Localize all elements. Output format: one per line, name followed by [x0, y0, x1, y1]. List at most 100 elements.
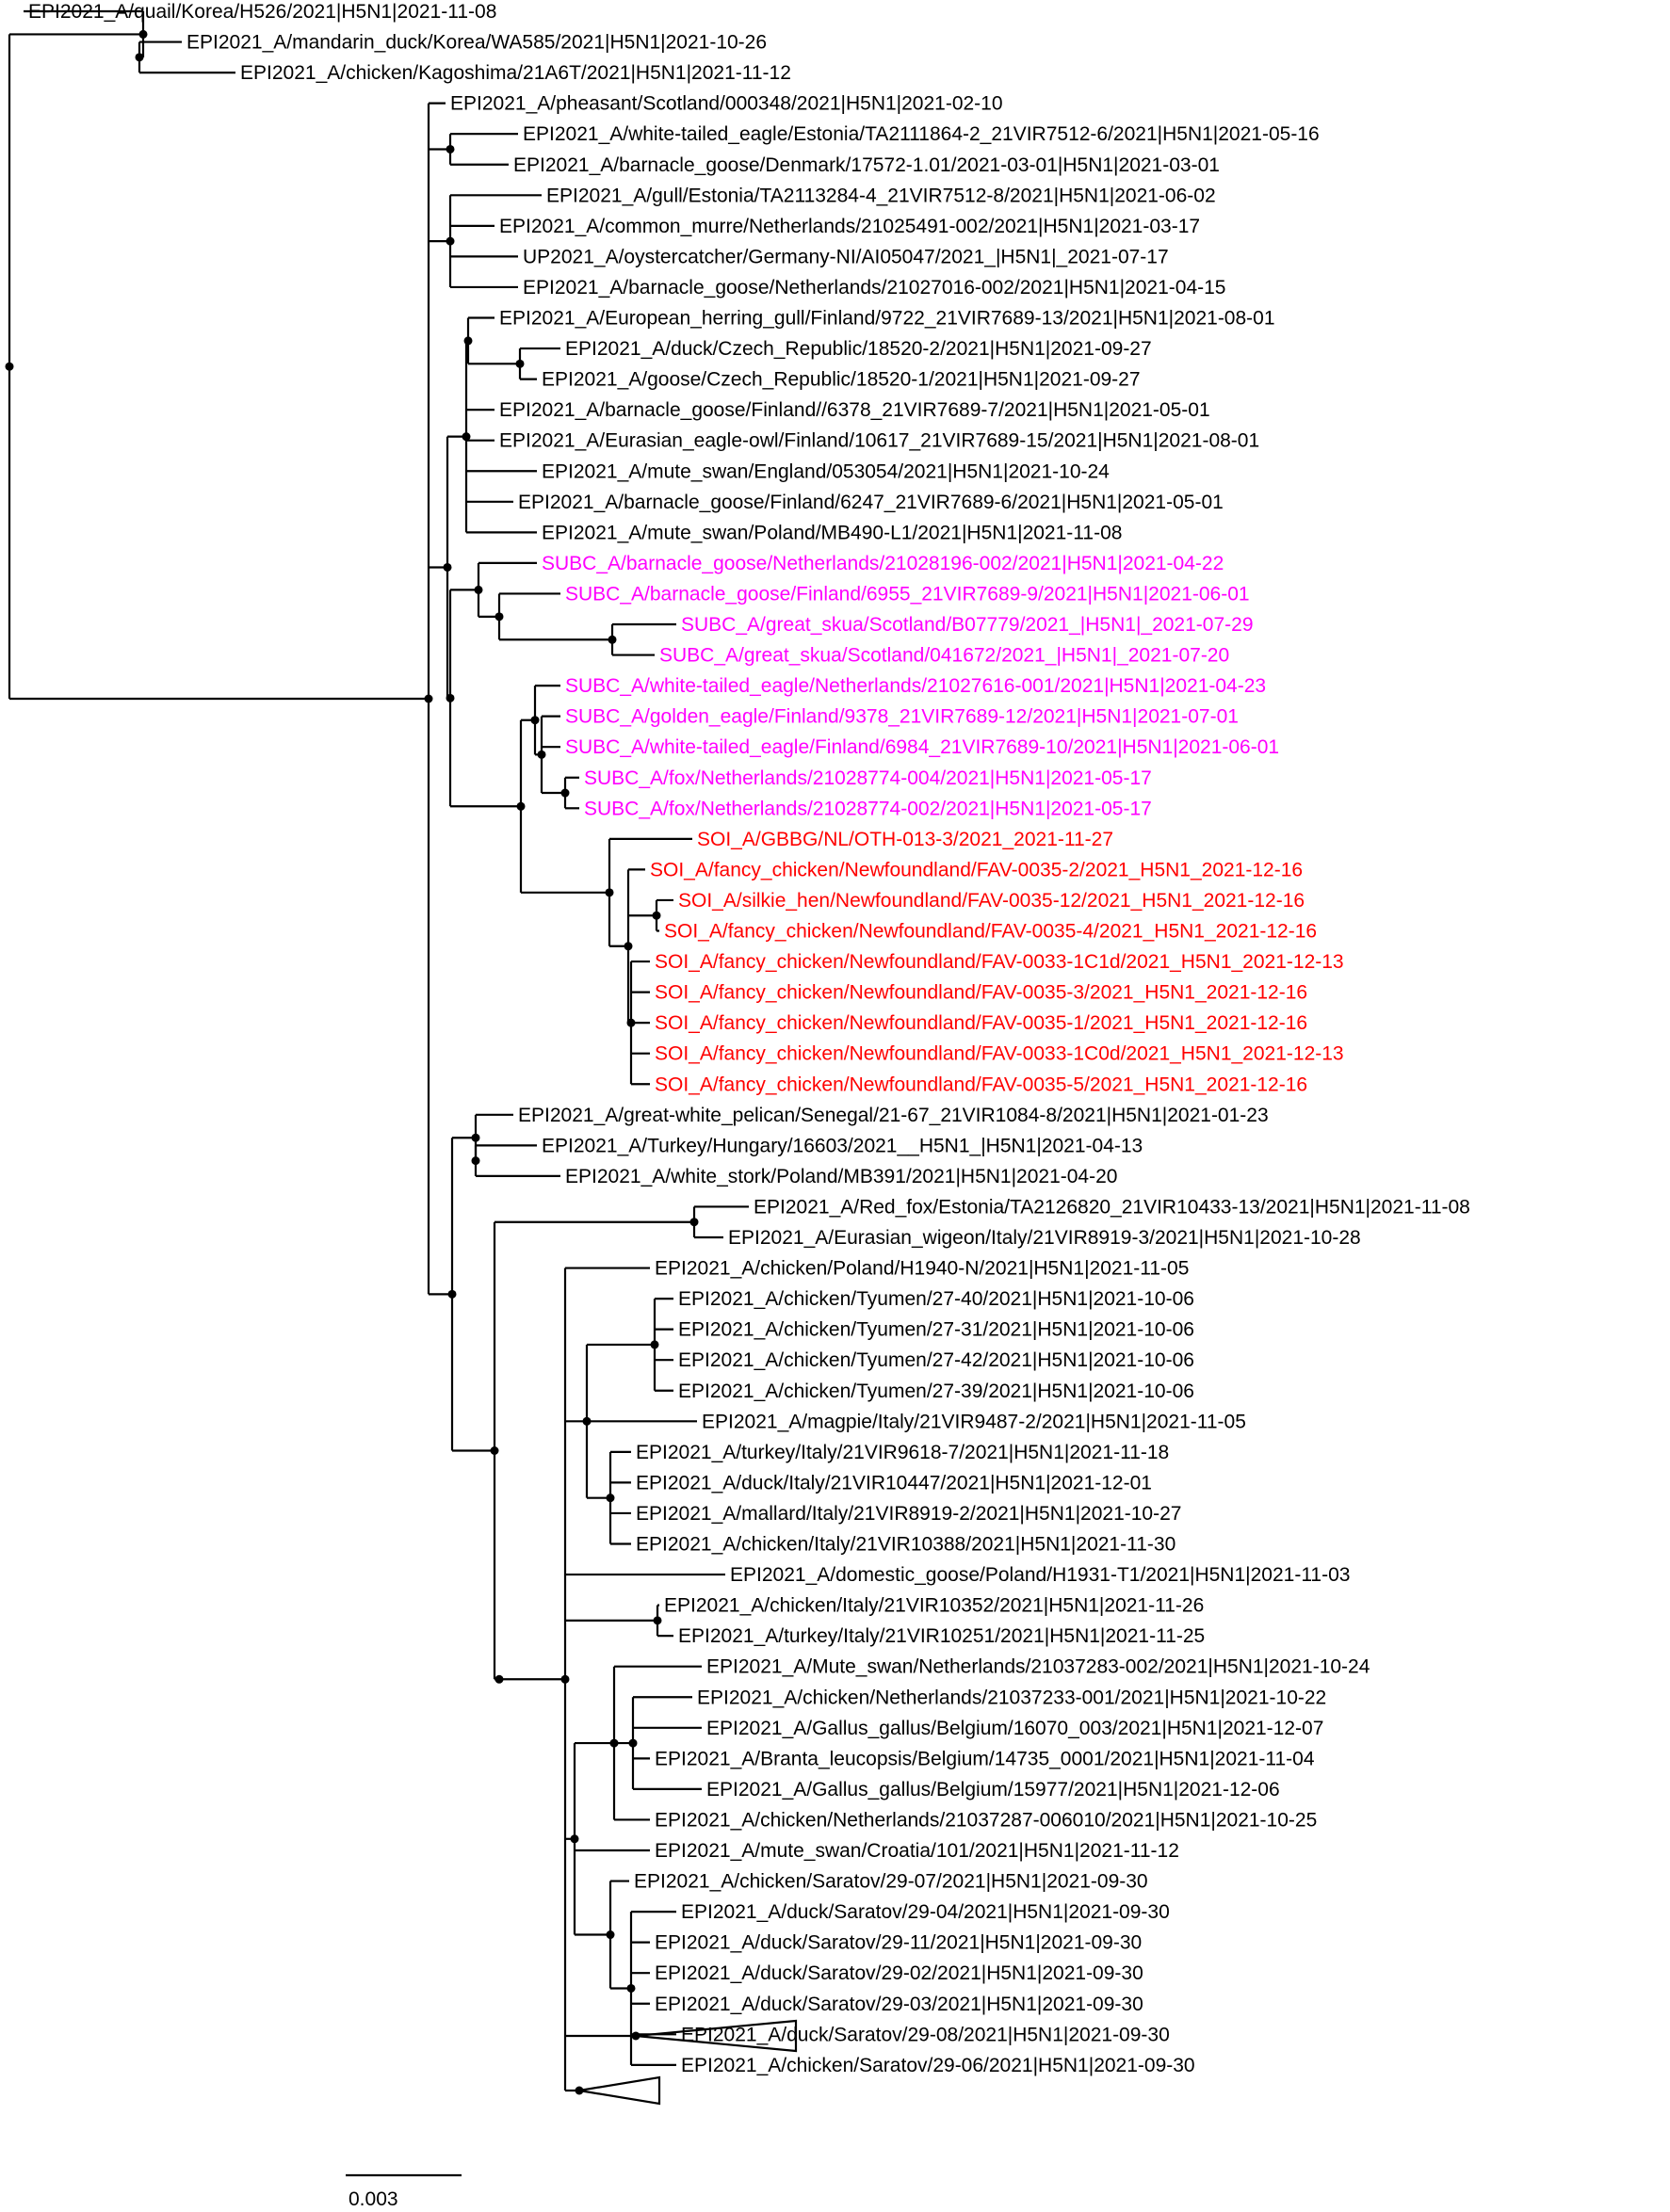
leaf-label: EPI2021_A/barnacle_goose/Netherlands/210…: [523, 277, 1225, 299]
leaf-label: EPI2021_A/gull/Estonia/TA2113284-4_21VIR…: [546, 185, 1216, 206]
leaf-label: EPI2021_A/chicken/Kagoshima/21A6T/2021|H…: [240, 62, 791, 84]
leaf-label: EPI2021_A/Gallus_gallus/Belgium/16070_00…: [706, 1718, 1323, 1739]
leaf-label: SOI_A/fancy_chicken/Newfoundland/FAV-003…: [655, 1043, 1344, 1065]
leaf-label: EPI2021_A/chicken/Saratov/29-07/2021|H5N…: [634, 1871, 1148, 1893]
node-support-dot: [471, 1156, 480, 1166]
node-support-dot: [560, 788, 570, 798]
leaf-label: SUBC_A/barnacle_goose/Finland/6955_21VIR…: [565, 583, 1250, 605]
leaf-label: EPI2021_A/white-tailed_eagle/Estonia/TA2…: [523, 123, 1320, 145]
node-support-dot: [424, 694, 433, 703]
node-support-dot: [626, 1018, 636, 1027]
leaf-label: EPI2021_A/Turkey/Hungary/16603/2021__H5N…: [542, 1135, 1143, 1156]
leaf-label: EPI2021_A/great-white_pelican/Senegal/21…: [518, 1105, 1269, 1126]
leaf-label: EPI2021_A/duck/Saratov/29-03/2021|H5N1|2…: [655, 1994, 1143, 2015]
leaf-label: SOI_A/fancy_chicken/Newfoundland/FAV-003…: [655, 982, 1307, 1004]
node-support-dot: [652, 911, 661, 920]
leaf-label: EPI2021_A/duck/Saratov/29-04/2021|H5N1|2…: [681, 1901, 1170, 1923]
node-support-dot: [650, 1340, 659, 1349]
node-support-dot: [537, 750, 546, 759]
leaf-label: EPI2021_A/chicken/Saratov/29-06/2021|H5N…: [681, 2055, 1195, 2076]
leaf-label: EPI2021_A/mute_swan/Croatia/101/2021|H5N…: [655, 1840, 1179, 1862]
leaf-label: EPI2021_A/duck/Saratov/29-11/2021|H5N1|2…: [655, 1932, 1142, 1954]
leaf-label: EPI2021_A/mute_swan/Poland/MB490-L1/2021…: [542, 522, 1122, 543]
leaf-label: EPI2021_A/chicken/Tyumen/27-31/2021|H5N1…: [678, 1319, 1194, 1341]
node-support-dot: [624, 942, 633, 951]
leaf-label: EPI2021_A/chicken/Poland/H1940-N/2021|H5…: [655, 1258, 1189, 1280]
leaf-label: SUBC_A/white-tailed_eagle/Finland/6984_2…: [565, 736, 1279, 758]
leaf-label: EPI2021_A/mute_swan/England/053054/2021|…: [542, 460, 1110, 482]
leaf-label: EPI2021_A/Gallus_gallus/Belgium/15977/20…: [706, 1779, 1280, 1800]
collapsed-clade-triangle: [578, 2075, 661, 2106]
leaf-label: SUBC_A/fox/Netherlands/21028774-004/2021…: [584, 767, 1152, 789]
node-support-dot: [471, 1133, 480, 1142]
leaf-label: EPI2021_A/white_stork/Poland/MB391/2021|…: [565, 1166, 1117, 1187]
collapsed-clade-triangle: [635, 2019, 798, 2053]
node-support-dot: [606, 1494, 615, 1503]
leaf-label: SUBC_A/white-tailed_eagle/Netherlands/21…: [565, 675, 1266, 697]
scale-bar-label: 0.003: [349, 2188, 398, 2210]
node-support-dot: [490, 1446, 499, 1455]
leaf-label: EPI2021_A/mandarin_duck/Korea/WA585/2021…: [186, 32, 767, 54]
node-support-dot: [463, 336, 473, 346]
node-support-dot: [609, 1738, 619, 1748]
leaf-label: EPI2021_A/chicken/Italy/21VIR10388/2021|…: [636, 1534, 1175, 1556]
node-support-dot: [474, 585, 483, 594]
node-support-dot: [443, 562, 452, 572]
node-support-dot: [446, 144, 455, 153]
node-support-dot: [631, 2031, 640, 2041]
node-support-dot: [530, 716, 540, 725]
node-support-dot: [605, 888, 614, 897]
node-support-dot: [606, 1930, 615, 1940]
leaf-label: EPI2021_A/Eurasian_eagle-owl/Finland/106…: [499, 430, 1259, 452]
leaf-label: EPI2021_A/Mute_swan/Netherlands/21037283…: [706, 1656, 1370, 1678]
leaf-label: SUBC_A/great_skua/Scotland/B07779/2021_|…: [681, 614, 1254, 636]
leaf-label: SOI_A/fancy_chicken/Newfoundland/FAV-003…: [655, 951, 1344, 973]
tree-nodes: [5, 29, 699, 2095]
leaf-label: SOI_A/silkie_hen/Newfoundland/FAV-0035-1…: [678, 890, 1305, 912]
leaf-label: EPI2021_A/mallard/Italy/21VIR8919-2/2021…: [636, 1503, 1181, 1525]
node-support-dot: [495, 612, 504, 622]
node-support-dot: [575, 2086, 584, 2095]
leaf-label: SOI_A/fancy_chicken/Newfoundland/FAV-003…: [655, 1012, 1307, 1034]
leaf-label: SOI_A/fancy_chicken/Newfoundland/FAV-003…: [650, 859, 1303, 880]
leaf-label: EPI2021_A/chicken/Netherlands/21037233-0…: [697, 1687, 1326, 1708]
leaf-label: EPI2021_A/duck/Czech_Republic/18520-2/20…: [565, 338, 1152, 360]
node-support-dot: [446, 236, 455, 246]
node-support-dot: [689, 1218, 699, 1227]
leaf-label: SUBC_A/barnacle_goose/Netherlands/210281…: [542, 553, 1224, 574]
node-support-dot: [653, 1616, 662, 1625]
node-support-dot: [495, 1674, 504, 1684]
node-support-dot: [138, 29, 148, 39]
node-support-dot: [446, 693, 455, 702]
leaf-label: SUBC_A/great_skua/Scotland/041672/2021_|…: [659, 645, 1229, 667]
leaf-label: EPI2021_A/magpie/Italy/21VIR9487-2/2021|…: [702, 1411, 1246, 1432]
node-support-dot: [5, 362, 14, 371]
leaf-label: EPI2021_A/turkey/Italy/21VIR9618-7/2021|…: [636, 1442, 1169, 1463]
leaf-label: EPI2021_A/domestic_goose/Poland/H1931-T1…: [730, 1564, 1350, 1586]
leaf-label: SUBC_A/golden_eagle/Finland/9378_21VIR76…: [565, 706, 1239, 728]
node-support-dot: [516, 801, 526, 811]
node-support-dot: [582, 1416, 592, 1426]
node-support-dot: [560, 1674, 570, 1684]
leaf-label: EPI2021_A/Eurasian_wigeon/Italy/21VIR891…: [728, 1227, 1361, 1249]
node-support-dot: [628, 1738, 638, 1748]
node-support-dot: [515, 359, 525, 368]
node-support-dot: [135, 53, 144, 62]
leaf-label: SOI_A/fancy_chicken/Newfoundland/FAV-003…: [655, 1074, 1307, 1095]
leaf-label: EPI2021_A/duck/Italy/21VIR10447/2021|H5N…: [636, 1472, 1152, 1494]
node-support-dot: [462, 432, 471, 442]
leaf-label: EPI2021_A/goose/Czech_Republic/18520-1/2…: [542, 369, 1141, 391]
scale-bar: 0.003: [346, 2173, 462, 2210]
leaf-label: EPI2021_A/chicken/Tyumen/27-42/2021|H5N1…: [678, 1349, 1194, 1371]
leaf-label: EPI2021_A/duck/Saratov/29-08/2021|H5N1|2…: [681, 2024, 1170, 2045]
leaf-label: EPI2021_A/turkey/Italy/21VIR10251/2021|H…: [678, 1625, 1205, 1647]
leaf-label: EPI2021_A/chicken/Italy/21VIR10352/2021|…: [664, 1595, 1204, 1617]
leaf-label: SOI_A/GBBG/NL/OTH-013-3/2021_2021-11-27: [697, 829, 1113, 850]
node-support-dot: [447, 1289, 457, 1299]
leaf-label: EPI2021_A/barnacle_goose/Finland//6378_2…: [499, 399, 1210, 421]
leaf-label: EPI2021_A/European_herring_gull/Finland/…: [499, 308, 1275, 330]
leaf-label: EPI2021_A/Branta_leucopsis/Belgium/14735…: [655, 1748, 1315, 1769]
leaf-label: SUBC_A/fox/Netherlands/21028774-002/2021…: [584, 798, 1152, 819]
leaf-label: EPI2021_A/chicken/Netherlands/21037287-0…: [655, 1809, 1317, 1831]
